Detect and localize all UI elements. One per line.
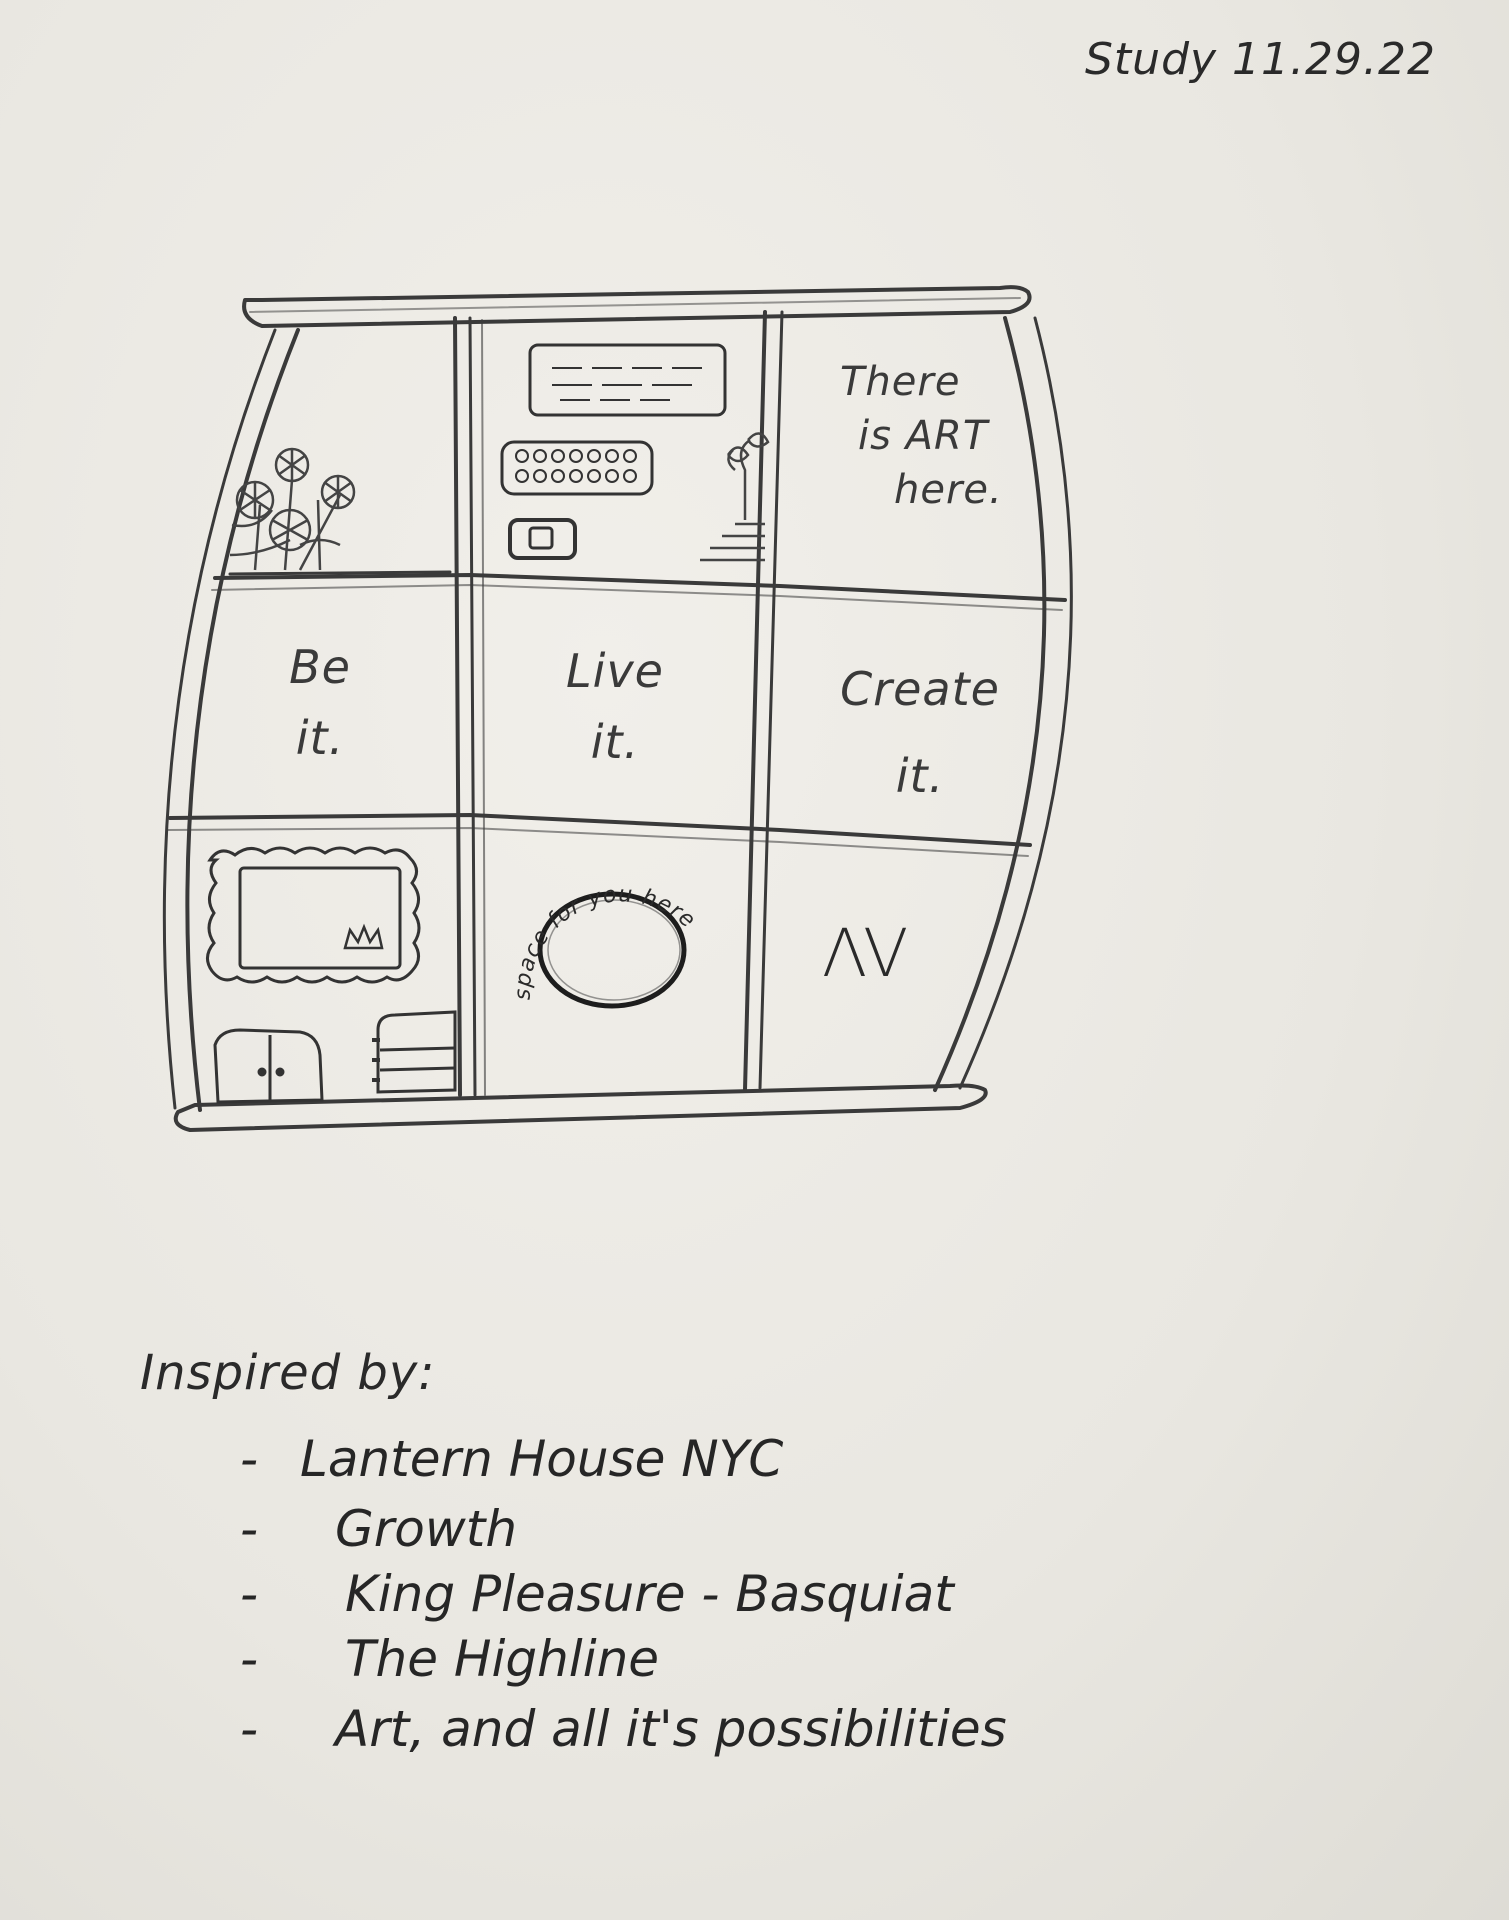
- camera-icon: [508, 518, 577, 560]
- band-lower: [168, 813, 1032, 847]
- cabinet-icon: [213, 1028, 324, 1104]
- mullion-left: [453, 316, 462, 1097]
- framed-painting-icon: [206, 846, 421, 984]
- study-date-label: Study 11.29.22: [1085, 34, 1436, 85]
- list-item: -King Pleasure - Basquiat: [240, 1565, 954, 1623]
- right-wall: [933, 316, 1047, 1092]
- drawer-stack-icon: [372, 1010, 457, 1094]
- inspired-by-title: Inspired by:: [140, 1345, 436, 1401]
- be-it-text: Be it.: [289, 640, 351, 766]
- plant-steps-icon: [700, 432, 770, 562]
- band-upper: [213, 573, 1067, 602]
- list-item: -Art, and all it's possibilities: [240, 1700, 1007, 1758]
- mullion-right: [743, 310, 767, 1092]
- roof-slab: [242, 285, 1032, 328]
- portal-circle-icon: space for you here: [511, 882, 699, 1009]
- list-item: -Lantern House NYC: [240, 1430, 784, 1488]
- flowers-icon: [229, 447, 356, 571]
- create-it-text: Create it.: [840, 662, 1000, 804]
- art-here-text: There is ART here.: [840, 359, 1003, 513]
- list-item: -Growth: [240, 1500, 518, 1558]
- live-it-text: Live it.: [566, 644, 664, 770]
- left-wall: [185, 328, 300, 1112]
- grid-panel-icon: [500, 440, 654, 496]
- screen-icon: [528, 343, 727, 417]
- monogram-logo: ΛV: [822, 915, 908, 992]
- floor-slab: [173, 1083, 988, 1132]
- list-item: -The Highline: [240, 1630, 660, 1688]
